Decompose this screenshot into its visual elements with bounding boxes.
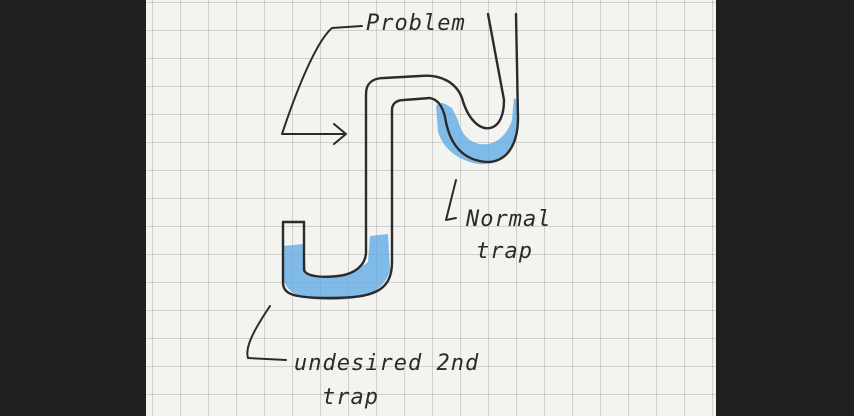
pipe-outer-wall <box>281 12 520 300</box>
pipe-inner-wall <box>302 12 506 278</box>
normal-trap-label-line2: trap <box>476 239 533 264</box>
undesired-trap-label-line2: trap <box>322 385 379 410</box>
normal-trap-pointer <box>445 179 457 221</box>
graph-paper <box>146 0 716 416</box>
problem-label: Problem <box>366 11 466 36</box>
undesired-trap-pointer <box>246 305 287 361</box>
problem-arrow <box>281 25 363 145</box>
undesired-trap-label-line1: undesired 2nd <box>294 351 479 376</box>
undesired-trap-water <box>282 234 390 300</box>
normal-trap-label-line1: Normal <box>465 207 551 232</box>
